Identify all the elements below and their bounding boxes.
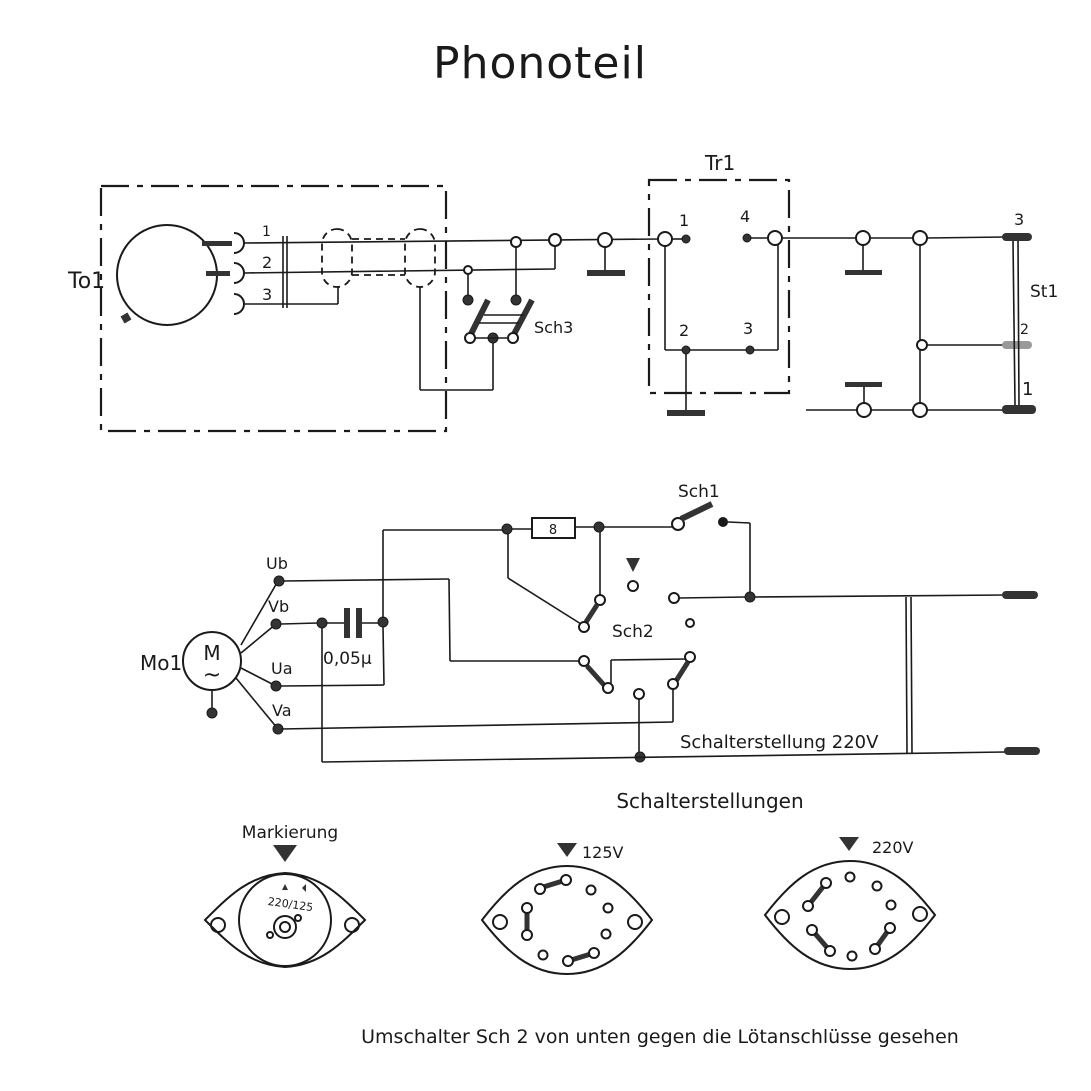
switch-marking-view (203, 845, 367, 969)
pickup-cartridge (116, 224, 245, 326)
st1-label: St1 (1030, 282, 1058, 302)
output-network (806, 230, 1006, 418)
switch-sch2 (280, 558, 756, 763)
switch-position-note: Schalterstellung 220V (680, 732, 879, 753)
sch1-label: Sch1 (678, 482, 720, 502)
pickup-pin-3-label: 3 (262, 285, 272, 304)
pickup-pin-1-label: 1 (262, 224, 271, 240)
terminal-ua-label: Ua (271, 659, 293, 678)
capacitor-label: 0,05µ (323, 649, 372, 669)
ground-terminal-1 (587, 232, 625, 276)
transformer-enclosure (647, 178, 791, 395)
transformer-wiring (657, 230, 915, 416)
terminal-ub-label: Ub (266, 554, 288, 573)
motor-label: Mo1 (140, 651, 182, 675)
switch-view-125v (480, 843, 654, 976)
tr1-pin-4-label: 4 (740, 207, 750, 226)
transformer-label: Tr1 (704, 151, 735, 175)
pickup-pin-2-label: 2 (262, 253, 272, 272)
motor-ac-symbol: ~ (203, 663, 221, 688)
motor-symbol: M (203, 641, 220, 665)
motor-mo1 (182, 631, 242, 719)
st1-pin-2-label: 2 (1020, 322, 1029, 338)
tr1-pin-3-label: 3 (743, 319, 753, 338)
st1-pin-1-label: 1 (1022, 379, 1033, 400)
switch-sch3 (462, 233, 562, 344)
resistor-label: 8 (549, 523, 557, 538)
sch2-label: Sch2 (612, 622, 654, 642)
diagram-title: Phonoteil (433, 38, 647, 89)
position-125v-label: 125V (582, 843, 624, 862)
position-220v-label: 220V (872, 838, 914, 857)
resistor-and-sch1 (383, 501, 751, 625)
terminal-va-label: Va (272, 701, 292, 720)
mains-output (321, 591, 1040, 763)
capacitor (280, 530, 389, 762)
pickup-enclosure (99, 184, 448, 433)
terminal-vb-label: Vb (268, 597, 289, 616)
marking-label: Markierung (242, 823, 338, 843)
switch-positions-heading: Schalterstellungen (616, 789, 803, 813)
caption: Umschalter Sch 2 von unten gegen die Löt… (361, 1026, 959, 1048)
switch-view-220v (763, 837, 937, 971)
plug-st1 (1002, 233, 1036, 414)
sch3-label: Sch3 (534, 318, 573, 337)
tr1-pin-1-label: 1 (679, 211, 689, 230)
pickup-wiring (243, 228, 661, 391)
pickup-label: To1 (67, 269, 105, 294)
tr1-pin-2-label: 2 (679, 321, 689, 340)
st1-pin-3-label: 3 (1014, 210, 1024, 229)
dial-labels: 220/125 (267, 895, 314, 914)
